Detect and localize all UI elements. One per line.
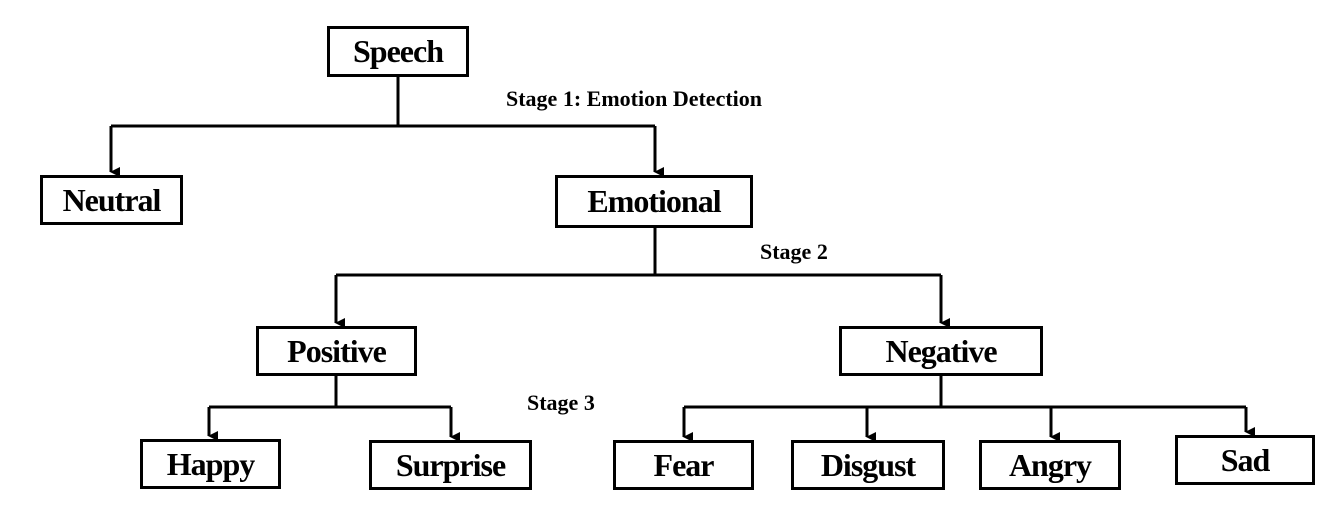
angry-node: Angry	[979, 440, 1121, 490]
fear-node: Fear	[613, 440, 754, 490]
stage1-label: Stage 1: Emotion Detection	[506, 86, 763, 111]
stage3-label: Stage 3	[527, 390, 595, 415]
sad-node: Sad	[1175, 435, 1315, 485]
stage2-label: Stage 2	[760, 239, 828, 264]
happy-node: Happy	[140, 439, 281, 489]
speech-node: Speech	[327, 26, 469, 77]
emotional-node: Emotional	[555, 175, 753, 228]
neutral-node: Neutral	[40, 175, 183, 225]
negative-node: Negative	[839, 326, 1043, 376]
disgust-node: Disgust	[791, 440, 945, 490]
surprise-node: Surprise	[369, 440, 532, 490]
positive-node: Positive	[256, 326, 417, 376]
